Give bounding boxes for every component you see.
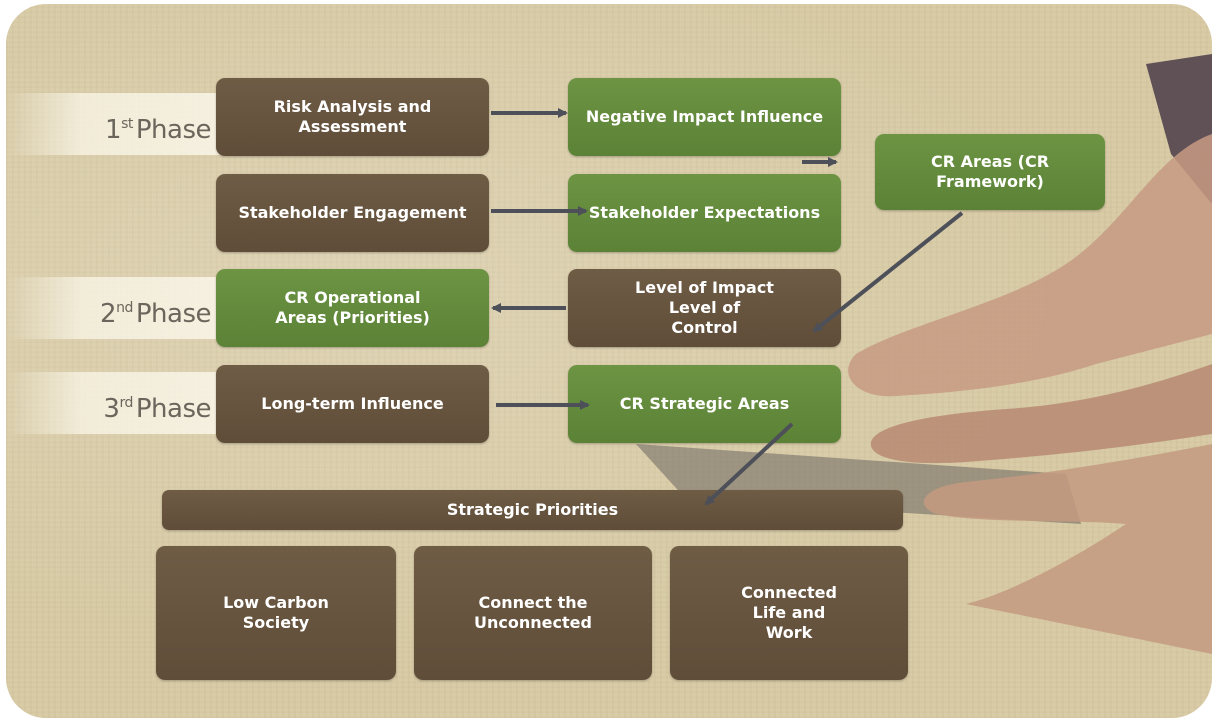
phase-word: Phase bbox=[135, 115, 212, 145]
risk-analysis-box: Risk Analysis and Assessment bbox=[216, 78, 489, 156]
cr-areas-box: CR Areas (CR Framework) bbox=[875, 134, 1105, 210]
phase-number: 3 bbox=[103, 394, 120, 424]
cr-operational-areas-box: CR Operational Areas (Priorities) bbox=[216, 269, 489, 347]
phase-number: 2 bbox=[100, 299, 117, 329]
phase-suffix: st bbox=[121, 116, 133, 132]
stakeholder-expectations-box: Stakeholder Expectations bbox=[568, 174, 841, 252]
cr-strategic-areas-box: CR Strategic Areas bbox=[568, 365, 841, 443]
long-term-influence-box: Long-term Influence bbox=[216, 365, 489, 443]
arrows-layer bbox=[491, 108, 964, 506]
connected-life-box: Connected Life and Work bbox=[670, 546, 908, 680]
phase-suffix: rd bbox=[119, 395, 133, 411]
arrow-cr-areas-to-impact bbox=[812, 211, 964, 333]
negative-impact-box: Negative Impact Influence bbox=[568, 78, 841, 156]
impact-control-box: Level of Impact Level of Control bbox=[568, 269, 841, 347]
hands-illustration bbox=[636, 54, 1212, 654]
low-carbon-society-box: Low Carbon Society bbox=[156, 546, 396, 680]
phase-band-1 bbox=[6, 93, 221, 155]
strategic-priorities-bar: Strategic Priorities bbox=[162, 490, 903, 530]
connect-the-unconnected-box: Connect the Unconnected bbox=[414, 546, 652, 680]
phase-number: 1 bbox=[105, 115, 122, 145]
phase-band-3 bbox=[6, 372, 221, 434]
phase-band-2 bbox=[6, 277, 221, 339]
phase-word: Phase bbox=[135, 394, 212, 424]
phase-suffix: nd bbox=[116, 300, 133, 316]
stakeholder-engagement-box: Stakeholder Engagement bbox=[216, 174, 489, 252]
phase-word: Phase bbox=[135, 299, 212, 329]
arrow-strategic-to-priorities bbox=[704, 422, 794, 506]
